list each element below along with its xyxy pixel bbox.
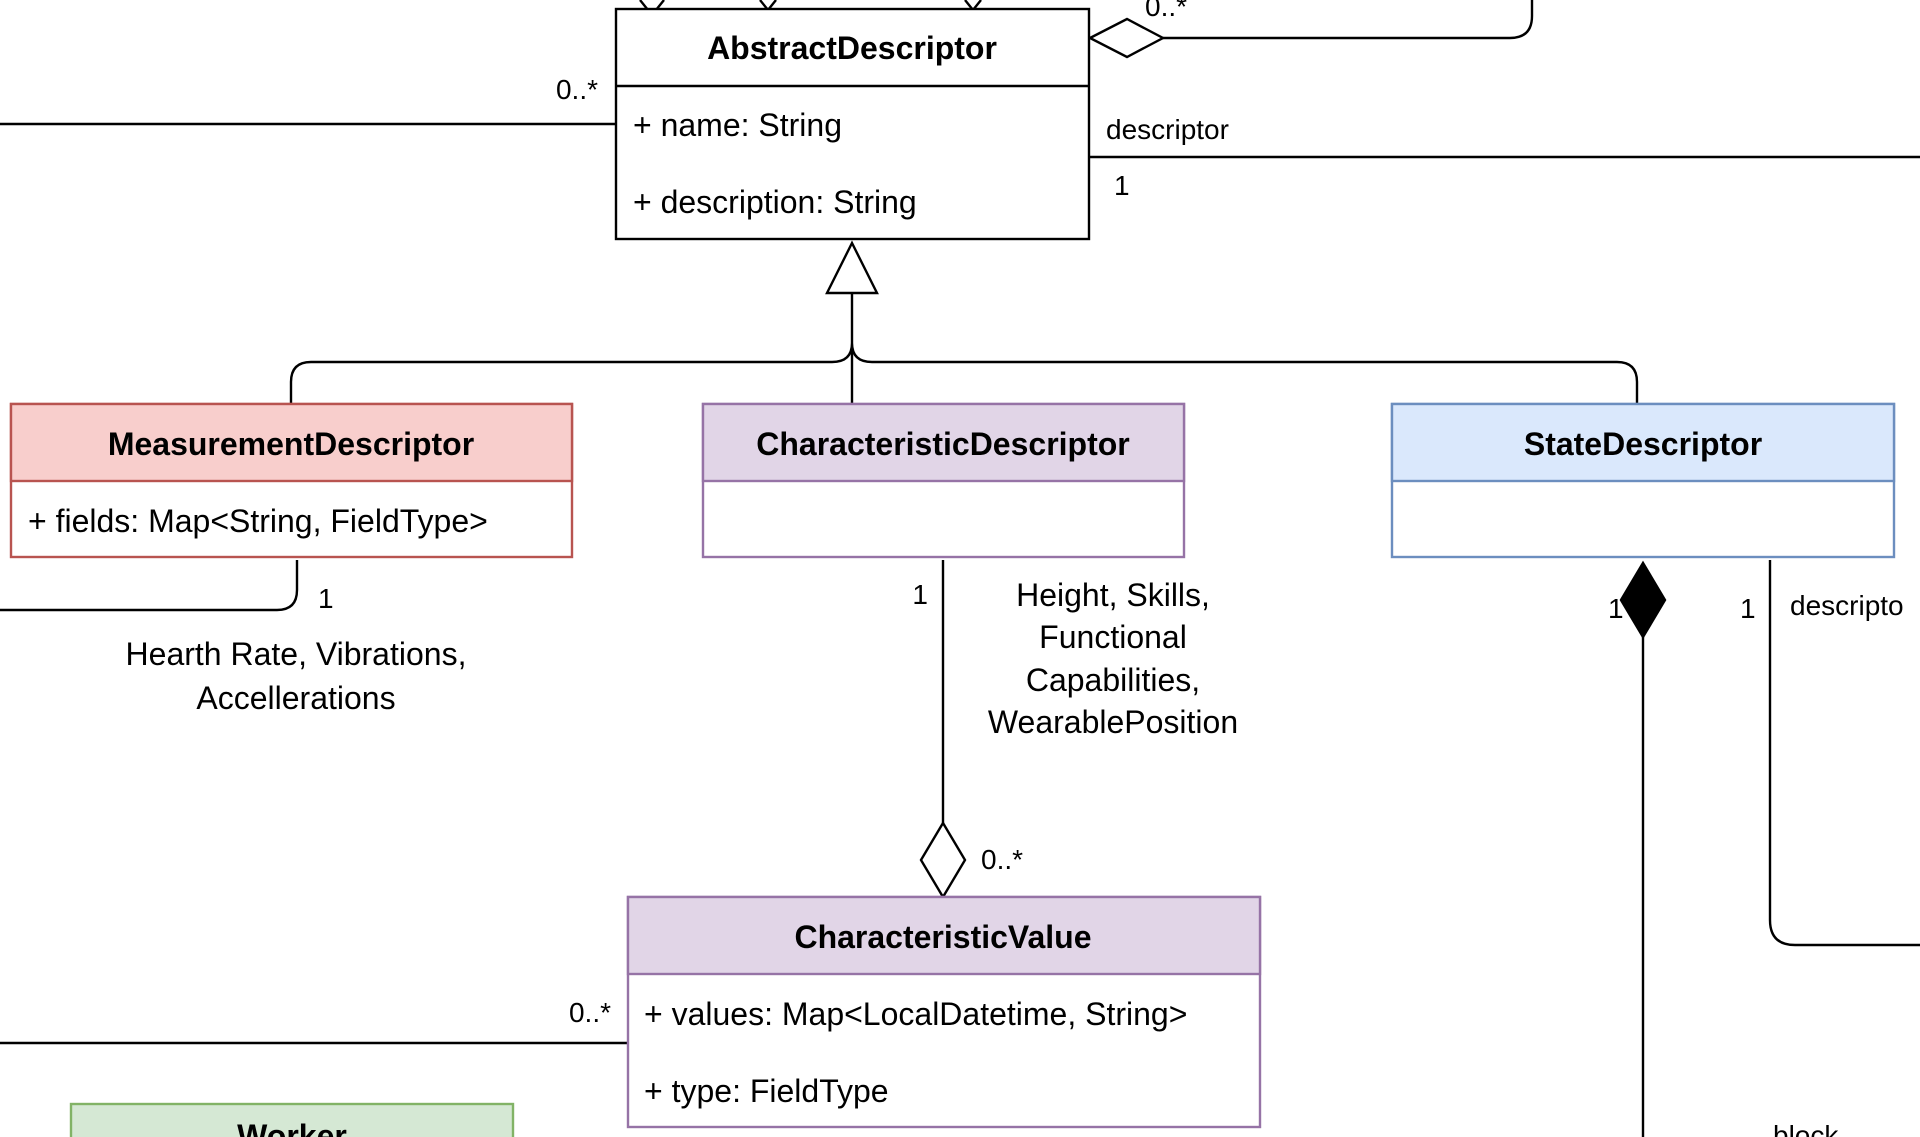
class-header bbox=[626, 895, 1262, 976]
composition-diamond-state bbox=[1619, 560, 1667, 640]
aggregation-diamond-abstract bbox=[1087, 17, 1166, 59]
note-line: Capabilities, bbox=[1026, 662, 1200, 698]
class-worker[interactable]: Worker bbox=[69, 1102, 515, 1137]
note-line: Accellerations bbox=[196, 680, 395, 716]
class-measurement-descriptor[interactable]: MeasurementDescriptor + fields: Map<Stri… bbox=[9, 402, 574, 559]
multiplicity-label: 0..* bbox=[1145, 0, 1187, 22]
class-attribute: + type: FieldType bbox=[644, 1073, 889, 1109]
class-abstract-descriptor[interactable]: AbstractDescriptor + name: String + desc… bbox=[614, 7, 1091, 241]
note-line: WearablePosition bbox=[988, 704, 1238, 740]
multiplicity-label: 1 bbox=[912, 579, 928, 610]
class-name: Worker bbox=[237, 1118, 347, 1137]
generalization-tree bbox=[289, 293, 1639, 404]
class-attribute: + description: String bbox=[633, 184, 917, 220]
class-name: StateDescriptor bbox=[1524, 426, 1762, 462]
class-name: CharacteristicValue bbox=[794, 919, 1091, 955]
multiplicity-label: 0..* bbox=[981, 844, 1023, 875]
class-attribute: + values: Map<LocalDatetime, String> bbox=[644, 996, 1187, 1032]
class-name: CharacteristicDescriptor bbox=[756, 426, 1129, 462]
multiplicity-label: 1 bbox=[318, 583, 334, 614]
role-label: descripto bbox=[1790, 590, 1904, 621]
measurement-association-line bbox=[0, 560, 299, 612]
class-box bbox=[614, 7, 1091, 241]
top-right-association bbox=[1163, 0, 1534, 40]
class-header bbox=[69, 1102, 515, 1137]
inheritance-triangle bbox=[825, 240, 879, 295]
labels: 0..* 0..* descriptor 1 1 Hearth Rate, Vi… bbox=[126, 0, 1904, 1137]
state-descriptor-association-line bbox=[1768, 560, 1920, 947]
multiplicity-label: 1 bbox=[1740, 593, 1756, 624]
class-state-descriptor[interactable]: StateDescriptor bbox=[1390, 402, 1896, 559]
multiplicity-label: 1 bbox=[1608, 593, 1624, 624]
class-name: MeasurementDescriptor bbox=[108, 426, 474, 462]
class-characteristic-descriptor[interactable]: CharacteristicDescriptor bbox=[701, 402, 1186, 559]
multiplicity-label: 0..* bbox=[556, 74, 598, 105]
class-header bbox=[9, 402, 574, 483]
class-characteristic-value[interactable]: CharacteristicValue + values: Map<LocalD… bbox=[626, 895, 1262, 1129]
class-name: AbstractDescriptor bbox=[707, 30, 997, 66]
class-header bbox=[1390, 402, 1896, 483]
role-label: descriptor bbox=[1106, 114, 1229, 145]
aggregation-diamond-value bbox=[919, 820, 967, 900]
multiplicity-label: 0..* bbox=[569, 997, 611, 1028]
role-label: block bbox=[1773, 1120, 1839, 1137]
class-attribute: + name: String bbox=[633, 107, 842, 143]
note-line: Hearth Rate, Vibrations, bbox=[126, 636, 467, 672]
note-line: Functional bbox=[1039, 619, 1187, 655]
class-header bbox=[701, 402, 1186, 483]
class-attribute: + fields: Map<String, FieldType> bbox=[28, 503, 488, 539]
multiplicity-label: 1 bbox=[1114, 170, 1130, 201]
note-line: Height, Skills, bbox=[1016, 577, 1210, 613]
